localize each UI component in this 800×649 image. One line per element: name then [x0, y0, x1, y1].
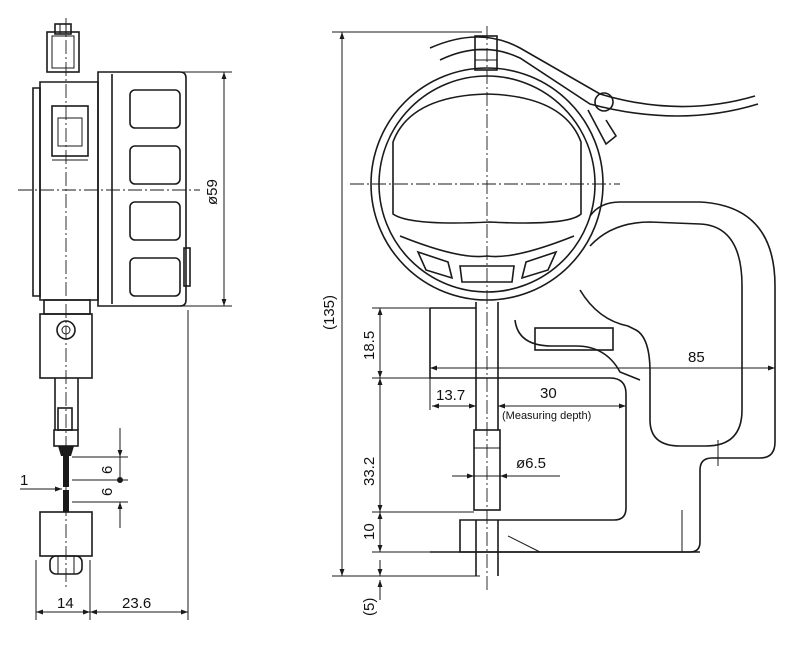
dim-width-left: 14	[57, 595, 74, 612]
side-view: 14 23.6 ø59 1 6 6	[18, 18, 232, 620]
frame	[429, 201, 776, 553]
dim-bottom: (5)	[361, 598, 378, 616]
dim-base: 10	[361, 523, 378, 540]
dim-throat-height: 33.2	[361, 457, 378, 486]
measuring-depth-note: (Measuring depth)	[502, 410, 591, 422]
front-view: (135) 18.5 85 13.7 30 (Measuring depth) …	[321, 26, 776, 616]
lifting-lever	[429, 36, 759, 146]
dim-anvil-upper: 6	[99, 466, 116, 474]
dim-depth-to-frame: 18.5	[361, 331, 378, 360]
dim-anvil-diameter: ø6.5	[516, 455, 546, 472]
dim-offset: 13.7	[436, 387, 465, 404]
side-bezel	[97, 71, 191, 307]
top-screw	[474, 35, 498, 71]
dim-frame-length: 85	[688, 349, 705, 366]
dim-gap: 1	[20, 472, 28, 489]
top-clamp	[46, 23, 80, 73]
dim-measuring-depth: 30	[540, 385, 557, 402]
side-body	[32, 81, 99, 301]
dim-total-height: (135)	[321, 295, 338, 330]
dim-anvil-lower: 6	[99, 488, 116, 496]
dim-width-right: 23.6	[122, 595, 151, 612]
dim-dial-diameter: ø59	[204, 179, 221, 205]
